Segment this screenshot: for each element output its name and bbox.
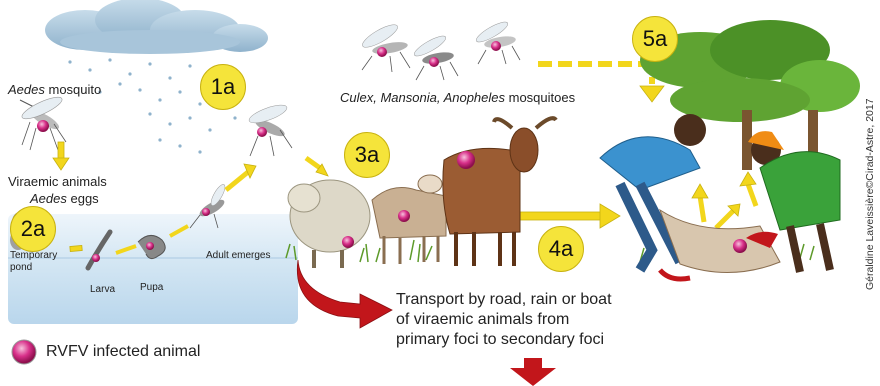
sheep — [288, 180, 370, 268]
larva-label: Larva — [90, 282, 115, 297]
aedes-mosquito-label: Aedes mosquito — [8, 82, 101, 97]
badge-3a: 3a — [344, 132, 390, 178]
badge-5a: 5a — [632, 16, 678, 62]
culex-mosquito-2 — [412, 33, 458, 80]
legend-label: RVFV infected animal — [46, 342, 200, 362]
legend-infected-dot-icon — [12, 340, 36, 364]
viraemic-animals-label: Viraemic animals — [8, 174, 107, 189]
culex-mosquitoes-label: Culex, Mansonia, Anopheles mosquitoes — [340, 90, 575, 105]
red-curved-arrow — [297, 260, 392, 328]
badge-4a: 4a — [538, 226, 584, 272]
temporary-pond-label: Temporary pond — [10, 250, 62, 274]
culex-mosquito-3 — [474, 19, 520, 64]
badge-1a: 1a — [200, 64, 246, 110]
slaughtered-animal — [660, 210, 780, 279]
badge-2a: 2a — [10, 206, 56, 252]
rain-cloud — [45, 0, 268, 54]
pupa-label: Pupa — [140, 280, 163, 295]
culex-mosquito-1 — [360, 21, 410, 72]
flying-mosquito — [247, 102, 292, 156]
transport-text: Transport by road, rain or boat of virae… — [396, 290, 616, 350]
adult-emerges-label: Adult emerges — [206, 248, 270, 263]
aedes-mosquito — [20, 93, 66, 150]
red-down-arrow — [510, 358, 556, 386]
goat — [372, 175, 446, 264]
aedes-eggs-label: Aedes eggs — [30, 191, 99, 206]
image-credit: Géraldine Laveissière©Cirad-Astre, 2017 — [864, 98, 876, 290]
